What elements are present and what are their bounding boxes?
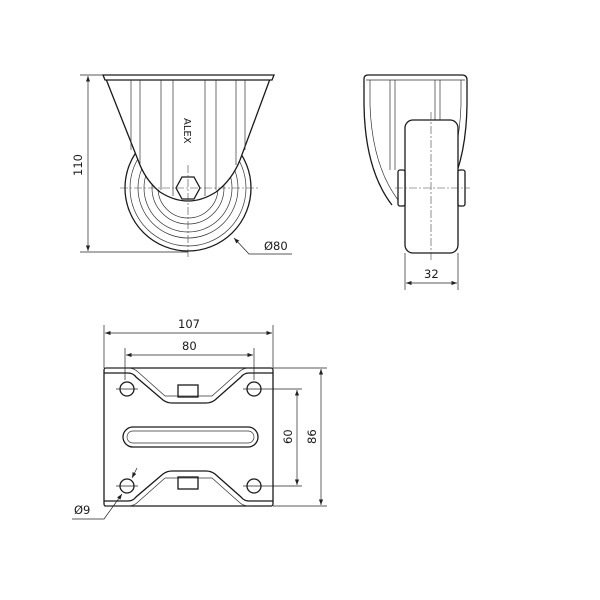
hole-spacing-x-dimension: 80 <box>182 339 197 353</box>
height-dimension: 110 <box>71 154 85 176</box>
plate-length-dimension: 86 <box>305 429 319 444</box>
top-plate <box>102 74 275 81</box>
side-view: ALEX 110 Ø80 <box>71 74 292 258</box>
slot <box>122 426 259 448</box>
top-plate-outline <box>103 367 274 507</box>
hole-diameter-dimension: Ø9 <box>74 503 90 517</box>
wheel-front <box>404 119 459 254</box>
front-view: 32 <box>363 74 470 290</box>
wheel-diameter-dimension: Ø80 <box>264 239 288 253</box>
plate-view: 107 80 60 86 Ø9 <box>72 317 327 520</box>
plate-width-dimension: 107 <box>178 317 200 331</box>
wheel-width-dimension: 32 <box>424 267 439 281</box>
brand-mark: ALEX <box>181 118 192 144</box>
fork-bracket <box>105 78 271 202</box>
hole-spacing-y-dimension: 60 <box>281 429 295 444</box>
